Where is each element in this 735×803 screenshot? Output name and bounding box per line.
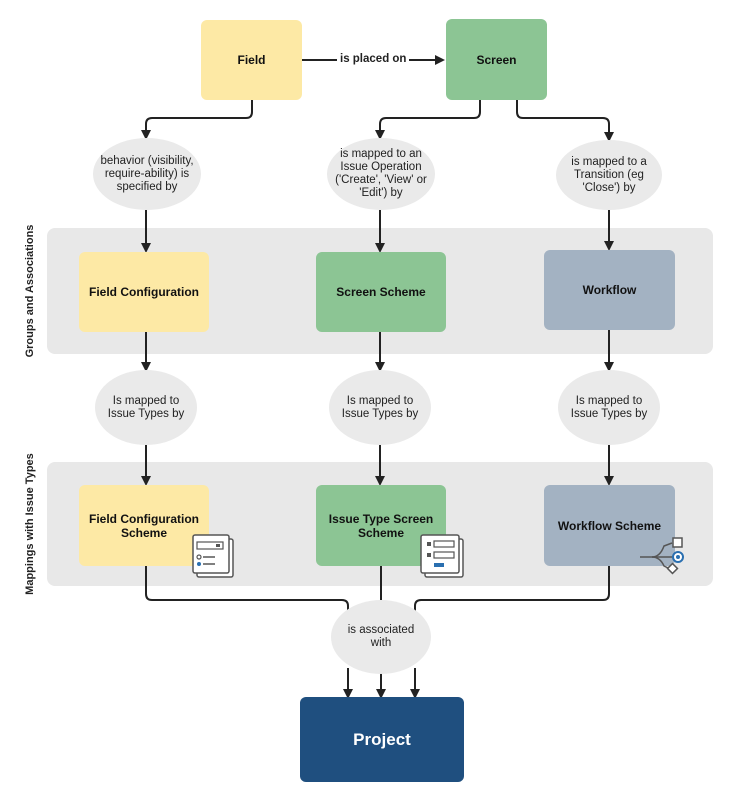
edge-fcscheme-associated: [145, 566, 349, 612]
field-configuration-scheme-node: Field Configuration Scheme: [79, 485, 209, 566]
behavior-bubble: behavior (visibility, require-ability) i…: [93, 138, 201, 210]
issue-types-bubble-1: Is mapped to Issue Types by: [95, 370, 197, 445]
workflow-node: Workflow: [544, 250, 675, 330]
edge-label-placed-on: is placed on: [337, 52, 410, 66]
issue-types-bubble-3: Is mapped to Issue Types by: [558, 370, 660, 445]
form-sheet-icon: [192, 534, 234, 578]
issue-types-bubble-2: Is mapped to Issue Types by: [329, 370, 431, 445]
field-configuration-node: Field Configuration: [79, 252, 209, 332]
workflow-branch-icon: [640, 537, 684, 575]
operation-bubble: is mapped to an Issue Operation ('Create…: [327, 138, 435, 210]
screen-node: Screen: [446, 19, 547, 100]
project-node: Project: [300, 697, 464, 782]
edge-field-behavior: [141, 100, 253, 140]
edge-wfscheme-associated: [414, 566, 610, 612]
edge-screen-operation: [375, 100, 481, 140]
field-node: Field: [201, 20, 302, 100]
edge-screen-transition: [516, 100, 614, 142]
issue-type-screen-scheme-node: Issue Type Screen Scheme: [316, 485, 446, 566]
screen-sheet-icon: [420, 534, 464, 578]
workflow-scheme-node: Workflow Scheme: [544, 485, 675, 566]
associated-bubble: is associated with: [331, 600, 431, 674]
screen-scheme-node: Screen Scheme: [316, 252, 446, 332]
transition-bubble: is mapped to a Transition (eg 'Close') b…: [556, 140, 662, 210]
